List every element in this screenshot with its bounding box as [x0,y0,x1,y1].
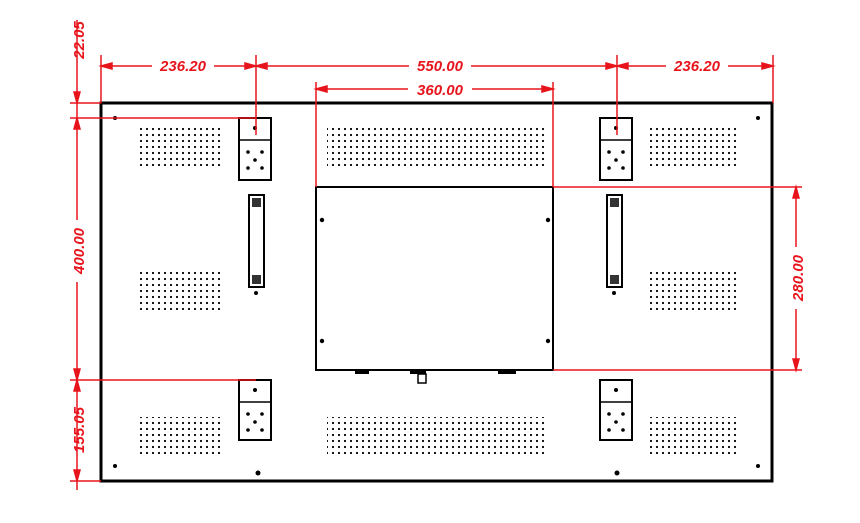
bracket-bottom-right [599,379,633,441]
screw-dot [756,116,760,120]
vent-grille [650,417,738,455]
dim-center-span: 550.00 [417,58,464,75]
screw-dot [255,470,261,476]
center-box [315,186,554,384]
vent-grille [327,128,547,166]
dim-vertical-span: 400.00 [71,227,88,275]
vent-grille [136,417,224,455]
bracket-top-left [238,117,272,181]
dim-box-height: 280.00 [790,254,807,302]
handle-left [248,194,265,295]
vent-grille [327,417,547,455]
dim-left-offset: 236.20 [159,58,207,75]
vent-grille [650,128,738,166]
vent-grille [650,272,738,310]
dim-top-offset: 22.05 [71,21,88,60]
dimension-labels: 236.20 550.00 236.20 360.00 22.05 400.00… [68,21,807,453]
bracket-top-right [599,117,633,181]
dim-bottom-offset: 155.05 [71,406,88,453]
bracket-bottom-left [238,379,272,441]
dim-right-offset: 236.20 [673,58,721,75]
handle-right [606,194,623,295]
center-box-outline [315,186,554,371]
screw-dot [614,470,620,476]
screw-dot [113,464,117,468]
vent-grilles [136,128,738,455]
vent-grille [136,128,224,166]
screw-dot [756,464,760,468]
vent-grille [136,272,224,310]
dim-box-width: 360.00 [417,82,464,99]
